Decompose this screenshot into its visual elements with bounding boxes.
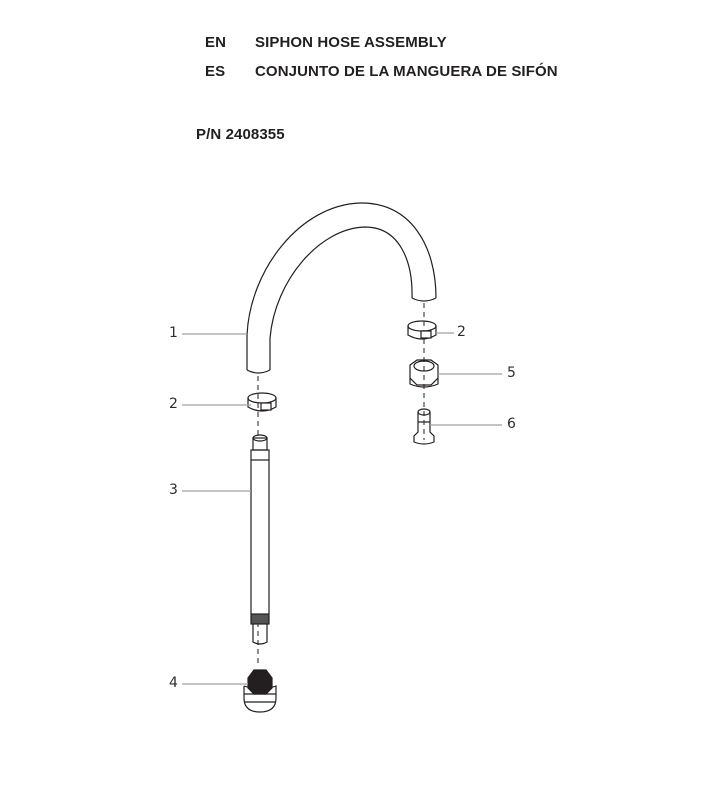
callout-leader-lines — [182, 332, 502, 685]
hose-part — [246, 202, 437, 374]
hose-clamp-right — [407, 320, 437, 340]
part-number: P/N 2408355 — [196, 126, 285, 143]
callout-2-right: 2 — [457, 324, 466, 340]
callout-6: 6 — [507, 416, 516, 432]
hose-clamp-left — [247, 392, 277, 412]
lang-code-es: ES — [205, 63, 226, 80]
hex-nut — [409, 359, 439, 388]
assembly-centerlines — [257, 303, 425, 666]
lang-code-en: EN — [205, 34, 227, 51]
callout-1: 1 — [169, 325, 178, 341]
callout-5: 5 — [507, 365, 516, 381]
callout-3: 3 — [169, 482, 178, 498]
title-es: CONJUNTO DE LA MANGUERA DE SIFÓN — [255, 63, 558, 80]
siphon-tube — [250, 434, 270, 645]
title-en: SIPHON HOSE ASSEMBLY — [255, 34, 447, 51]
callout-2-left: 2 — [169, 396, 178, 412]
inlet-strainer — [243, 669, 277, 713]
hose-fitting — [413, 408, 435, 445]
callout-4: 4 — [169, 675, 178, 691]
